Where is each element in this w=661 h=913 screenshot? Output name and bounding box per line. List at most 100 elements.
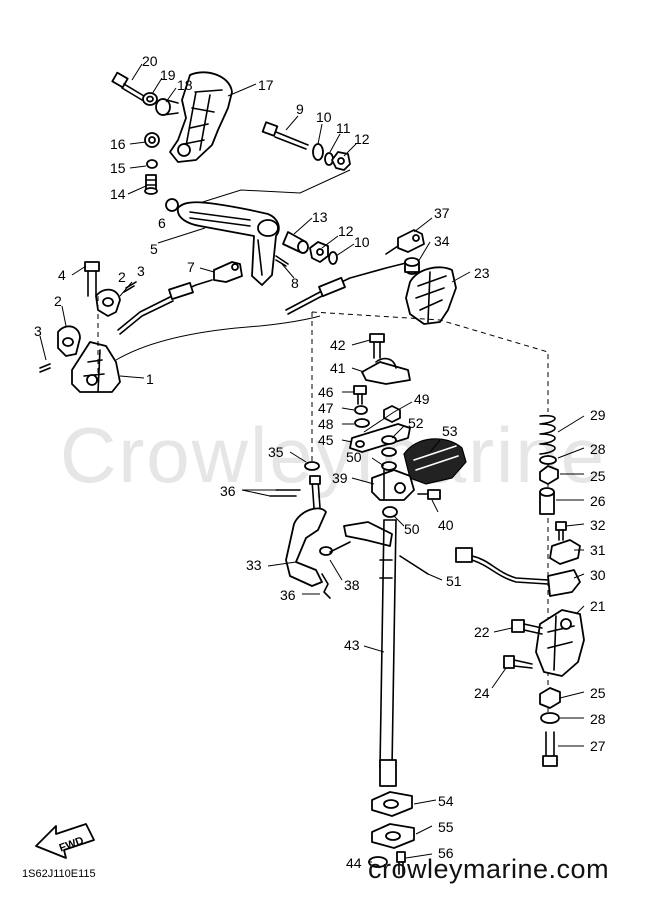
- callout-42: 42: [330, 337, 346, 353]
- washer-35: [304, 461, 320, 471]
- cable-end-37: [385, 229, 425, 255]
- callout-19: 19: [160, 67, 176, 83]
- callout-6: 6: [158, 215, 166, 231]
- bolt-4: [84, 261, 100, 297]
- washer-47: [354, 405, 368, 415]
- nut-25-lower: [539, 687, 561, 709]
- collar-34: [404, 257, 420, 275]
- cable-mid: [285, 261, 411, 315]
- bracket-1: [71, 341, 121, 393]
- lever-39: [371, 469, 415, 501]
- callout-5: 5: [150, 241, 158, 257]
- bracket-21: [535, 609, 585, 677]
- shaft-43: [379, 519, 397, 787]
- link-33: [285, 507, 327, 587]
- washer-19: [142, 92, 158, 106]
- clip-36-lower: [321, 573, 331, 599]
- washers-52: [381, 435, 397, 471]
- callout-20: 20: [142, 53, 158, 69]
- callout-1: 1: [146, 371, 154, 387]
- bolt-20: [111, 71, 145, 101]
- screw-3-upper: [123, 281, 137, 293]
- screw-56: [396, 851, 406, 875]
- callout-41: 41: [330, 360, 346, 376]
- callout-37: 37: [434, 205, 450, 221]
- callout-55: 55: [438, 819, 454, 835]
- screw-40: [417, 489, 441, 500]
- washer-38: [319, 546, 333, 556]
- nut-16: [144, 132, 160, 148]
- callout-8: 8: [291, 275, 299, 291]
- callout-3: 3: [137, 263, 145, 279]
- callout-18: 18: [177, 77, 193, 93]
- callout-48: 48: [318, 416, 334, 432]
- bolt-27: [542, 731, 558, 767]
- screw-24: [503, 655, 533, 669]
- clamp-41: [361, 357, 411, 385]
- plate-54: [371, 791, 413, 817]
- guide-right-top: [311, 311, 549, 412]
- callout-17: 17: [258, 77, 274, 93]
- callout-10: 10: [316, 109, 332, 125]
- website-text: crowleymarine.com: [368, 854, 610, 884]
- bracket-17: [169, 71, 233, 163]
- gasket-55: [371, 823, 415, 849]
- callout-36b: 36: [280, 587, 296, 603]
- diagram-code: 1S62J110E115: [22, 868, 96, 880]
- nut-25-upper: [539, 465, 559, 485]
- callout-34: 34: [434, 233, 450, 249]
- spring-29: [539, 414, 556, 455]
- callout-16: 16: [110, 136, 126, 152]
- clamp-2-lower: [57, 325, 81, 357]
- callout-24: 24: [474, 685, 490, 701]
- fwd-arrow-icon: FWD: [35, 823, 95, 859]
- callout-35: 35: [268, 444, 284, 460]
- callout-12b: 12: [338, 223, 354, 239]
- screw-3-lower: [39, 363, 51, 373]
- leader-lines: [39, 63, 585, 863]
- callout-44: 44: [346, 855, 362, 871]
- collar-18: [155, 98, 179, 116]
- callout-15: 15: [110, 160, 126, 176]
- washer-10-top: [312, 143, 324, 161]
- callout-22: 22: [474, 624, 490, 640]
- callout-40: 40: [438, 517, 454, 533]
- callout-49: 49: [414, 391, 430, 407]
- callout-43: 43: [344, 637, 360, 653]
- callout-53: 53: [442, 423, 458, 439]
- bolt-22: [511, 619, 543, 635]
- callout-29: 29: [590, 407, 606, 423]
- callout-33: 33: [246, 557, 262, 573]
- callout-2b: 2: [54, 293, 62, 309]
- callout-36: 36: [220, 483, 236, 499]
- washer-15: [146, 159, 158, 169]
- bolt-9: [261, 121, 309, 150]
- callout-13: 13: [312, 209, 328, 225]
- callout-47: 47: [318, 400, 334, 416]
- washer-28-upper: [539, 455, 557, 465]
- nut-49: [383, 405, 401, 423]
- bolt-14: [144, 174, 158, 195]
- callout-2: 2: [118, 269, 126, 285]
- callout-39: 39: [332, 470, 348, 486]
- clamp-2-upper: [95, 288, 121, 317]
- nut-6: [165, 198, 179, 212]
- callout-10b: 10: [354, 234, 370, 250]
- joint-7: [213, 261, 243, 283]
- callout-12: 12: [354, 131, 370, 147]
- callout-50: 50: [346, 449, 362, 465]
- bolt-46: [353, 385, 367, 405]
- callout-9: 9: [296, 101, 304, 117]
- callout-50b: 50: [404, 521, 420, 537]
- bolt-42: [369, 333, 385, 359]
- nut-12-top: [331, 151, 351, 171]
- callout-56: 56: [438, 845, 454, 861]
- nut-50-lower: [382, 506, 398, 518]
- callout-54: 54: [438, 793, 454, 809]
- lever-5: [176, 201, 280, 286]
- pin-8: [275, 255, 289, 267]
- callout-51: 51: [446, 573, 462, 589]
- watermark-text: Crowleymarine: [60, 411, 607, 499]
- callout-46: 46: [318, 384, 334, 400]
